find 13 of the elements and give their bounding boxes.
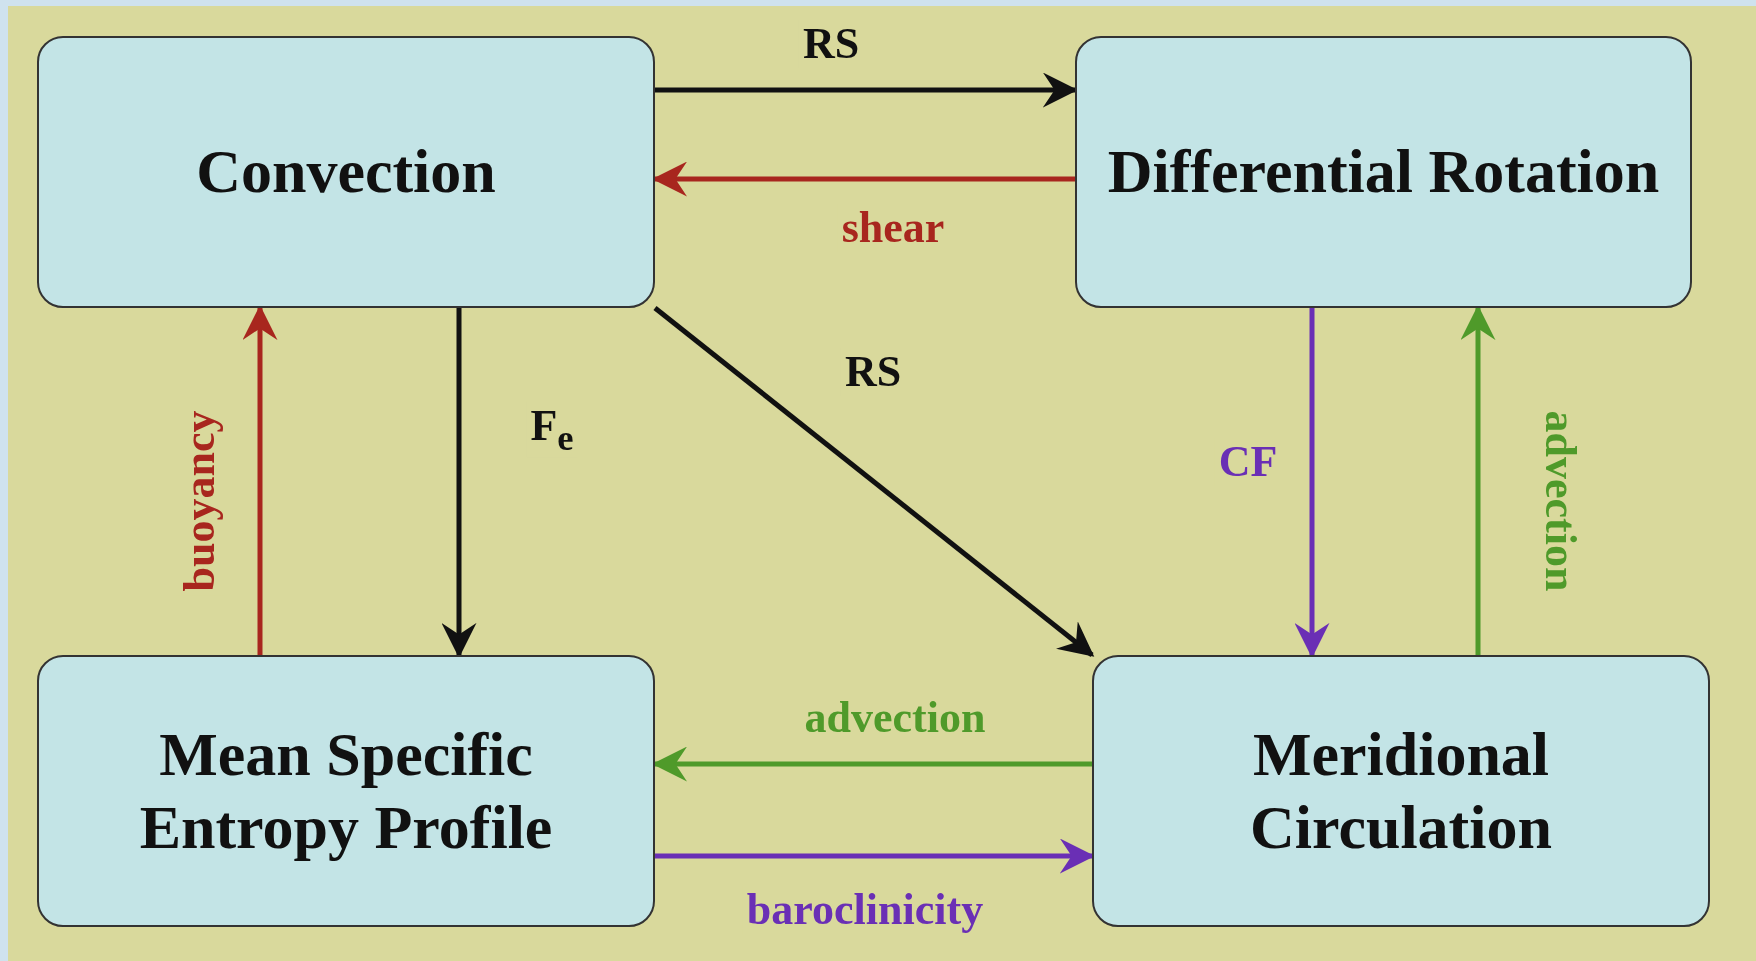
process-box [37, 655, 655, 927]
box-label: Meridional Circulation [1249, 718, 1553, 863]
box-label: Differential Rotation [1106, 136, 1661, 208]
arrow [441, 308, 477, 658]
arrow [242, 305, 278, 655]
box-label: Convection [195, 136, 497, 208]
process-box [1092, 655, 1710, 927]
box-label: Mean Specific Entropy Profile [138, 718, 554, 863]
arrow [1294, 308, 1330, 658]
arrow [653, 306, 1095, 657]
process-box [1075, 36, 1692, 308]
process-box [37, 36, 655, 308]
arrow [1460, 305, 1496, 655]
